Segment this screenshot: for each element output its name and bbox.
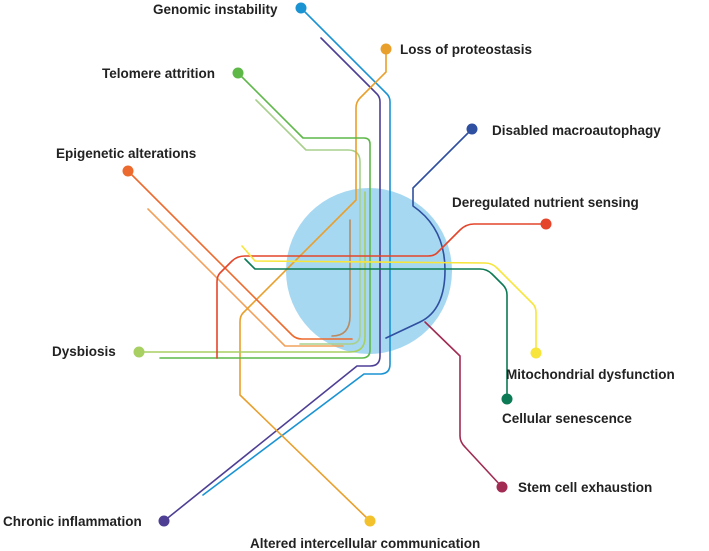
- telomere-attrition-route: [159, 72, 371, 359]
- proteostasis-inner-route: [331, 219, 351, 337]
- genomic-instability-node[interactable]: [295, 2, 307, 14]
- mitochondrial-dysfunction-node[interactable]: [530, 347, 542, 359]
- mitochondrial-dysfunction-route: [241, 245, 537, 354]
- deregulated-nutrient-sensing-node[interactable]: [540, 218, 552, 230]
- stem-cell-exhaustion-route: [424, 321, 503, 488]
- disabled-macroautophagy-node[interactable]: [466, 123, 478, 135]
- label-cellular-senescence: Cellular senescence: [502, 411, 632, 426]
- stem-cell-exhaustion-node[interactable]: [496, 481, 508, 493]
- label-disabled-macroautophagy: Disabled macroautophagy: [492, 123, 661, 138]
- epigenetic-alterations-node[interactable]: [122, 165, 134, 177]
- label-telomere-attrition: Telomere attrition: [102, 66, 215, 81]
- epigenetic-secondary-route: [147, 208, 344, 347]
- telomere-attrition-node[interactable]: [232, 67, 244, 79]
- genomic-instability-route: [202, 7, 391, 496]
- deregulated-nutrient-sensing-route: [216, 223, 547, 359]
- label-loss-of-proteostasis: Loss of proteostasis: [400, 42, 532, 57]
- label-epigenetic-alterations: Epigenetic alterations: [56, 146, 196, 161]
- central-hub: [286, 188, 452, 354]
- dysbiosis-route: [138, 191, 366, 353]
- cellular-senescence-node[interactable]: [501, 393, 513, 405]
- chronic-inflammation-route: [163, 37, 381, 522]
- label-stem-cell-exhaustion: Stem cell exhaustion: [518, 480, 652, 495]
- cellular-senescence-route: [244, 258, 508, 400]
- label-genomic-instability: Genomic instability: [153, 2, 278, 17]
- chronic-inflammation-node[interactable]: [158, 515, 170, 527]
- label-altered-intercellular-communication: Altered intercellular communication: [250, 536, 480, 551]
- loss-of-proteostasis-node[interactable]: [380, 43, 392, 55]
- telomere-secondary-route: [255, 99, 361, 345]
- altered-intercellular-communication-node[interactable]: [364, 515, 376, 527]
- label-deregulated-nutrient-sensing: Deregulated nutrient sensing: [452, 195, 639, 210]
- label-chronic-inflammation: Chronic inflammation: [3, 514, 142, 529]
- dysbiosis-node[interactable]: [133, 346, 145, 358]
- loss-of-proteostasis-route: [239, 48, 387, 522]
- label-dysbiosis: Dysbiosis: [52, 344, 116, 359]
- epigenetic-alterations-route: [127, 170, 353, 340]
- disabled-macroautophagy-route: [385, 128, 473, 339]
- label-mitochondrial-dysfunction: Mitochondrial dysfunction: [506, 367, 675, 382]
